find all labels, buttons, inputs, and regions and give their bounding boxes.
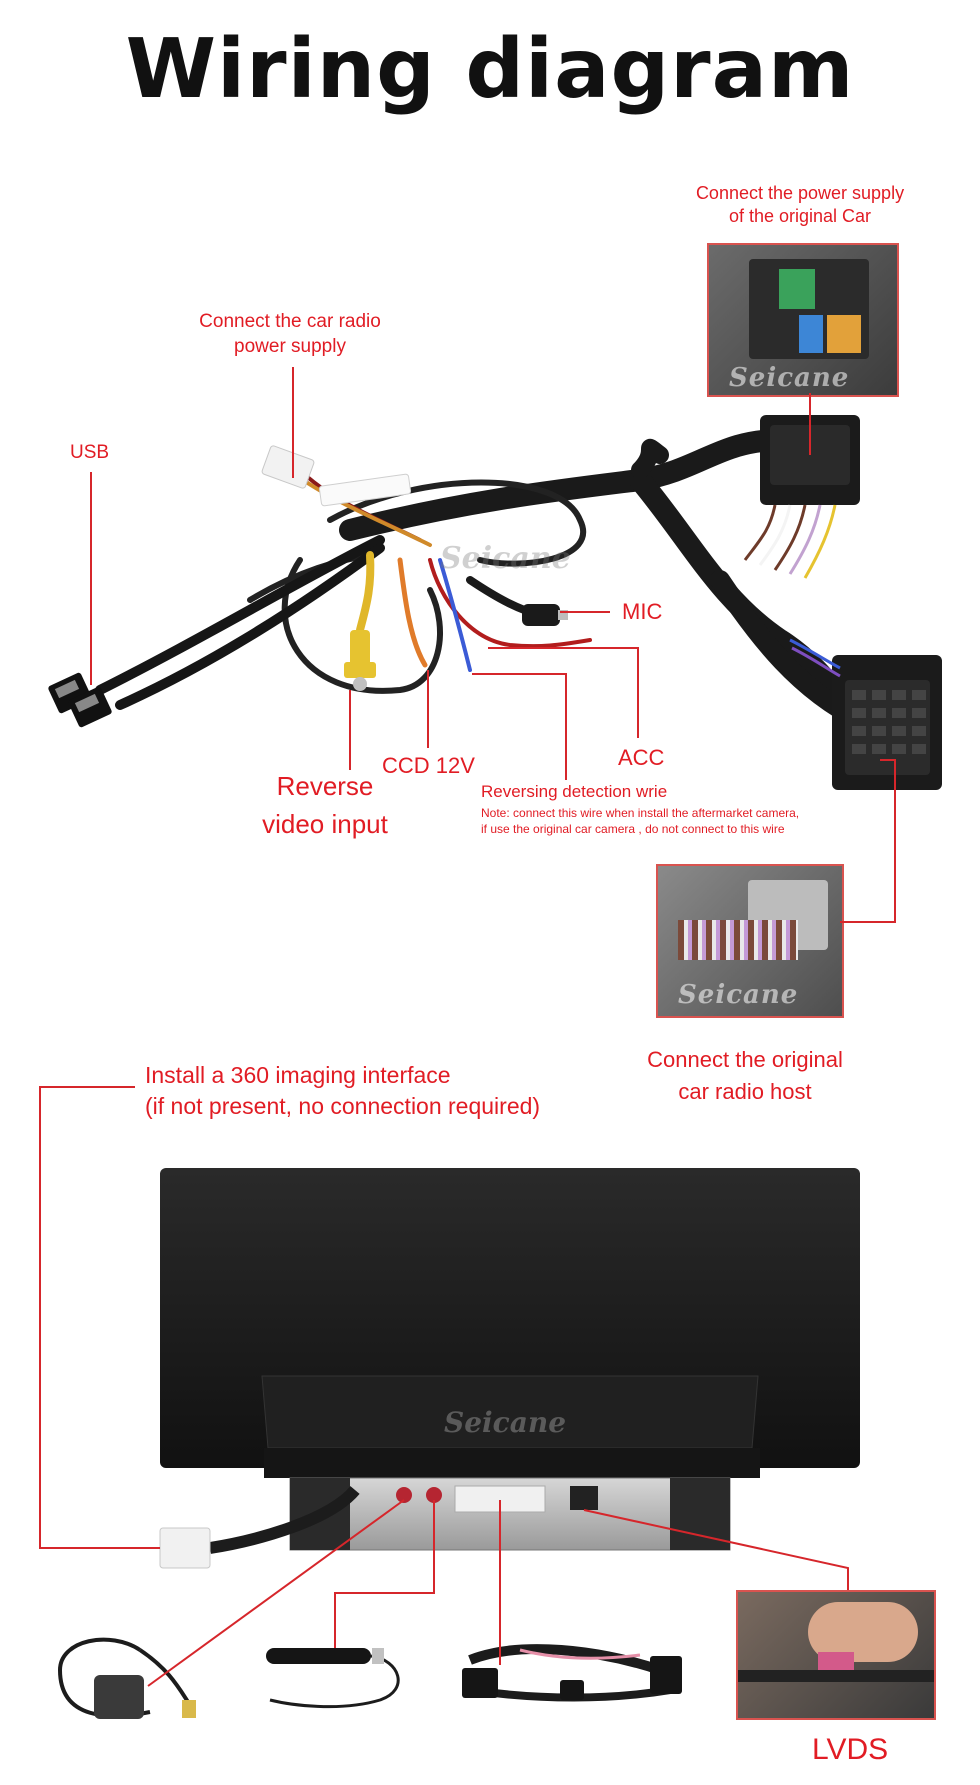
label-lvds: LVDS bbox=[812, 1733, 889, 1766]
usb-plugs bbox=[48, 672, 112, 728]
label-360-imaging-line2: (if not present, no connection required) bbox=[145, 1093, 541, 1120]
label-radio-power: Connect the car radio power supply bbox=[160, 310, 420, 359]
wiring-harness bbox=[95, 429, 871, 731]
photo-original-power-connector: Seicane bbox=[707, 243, 899, 397]
unit-watermark: Seicane bbox=[444, 1406, 566, 1439]
label-reverse-video-line1: Reverse bbox=[276, 771, 374, 801]
label-ccd: CCD 12V bbox=[382, 753, 475, 778]
label-power-original-line2: of the original Car bbox=[728, 206, 872, 227]
photo-watermark: Seicane bbox=[678, 980, 799, 1010]
label-usb: USB bbox=[70, 442, 110, 463]
label-reversing-note-line2: if use the original car camera , do not … bbox=[481, 821, 785, 836]
label-radio-power-line2: power supply bbox=[234, 335, 346, 357]
label-mic: MIC bbox=[622, 599, 663, 624]
upper-harness-connector bbox=[743, 415, 860, 579]
label-reversing-note-line1: Note: connect this wire when install the… bbox=[481, 806, 800, 820]
label-reverse-video-line2: video input bbox=[262, 808, 388, 839]
connector-green-block bbox=[779, 269, 815, 309]
label-reversing-note: Note: connect this wire when install the… bbox=[481, 806, 799, 837]
lower-harness-connector bbox=[789, 638, 942, 790]
rca-plug bbox=[344, 630, 376, 691]
label-original-host-line2: car radio host bbox=[678, 1078, 812, 1104]
photo-original-radio-host: Seicane bbox=[656, 864, 844, 1018]
label-original-host: Connect the original car radio host bbox=[610, 1044, 880, 1108]
accessory-harness bbox=[462, 1644, 682, 1702]
label-original-host-line1: Connect the original bbox=[647, 1047, 843, 1072]
connector-orange-block bbox=[827, 315, 861, 353]
radio-antenna bbox=[266, 1648, 400, 1709]
label-360-imaging-line1: Install a 360 imaging interface bbox=[145, 1062, 451, 1088]
head-unit: Seicane bbox=[159, 1168, 860, 1569]
radio-host-wires bbox=[678, 920, 798, 960]
label-radio-power-line1: Connect the car radio bbox=[199, 311, 381, 332]
label-360-imaging: Install a 360 imaging interface (if not … bbox=[145, 1060, 540, 1122]
label-reverse-video: Reverse video input bbox=[240, 768, 410, 843]
gps-antenna bbox=[57, 1637, 196, 1719]
label-reversing-detection: Reversing detection wrie bbox=[481, 782, 668, 801]
label-power-original-line1: Connect the power supply bbox=[695, 183, 905, 203]
page-title: Wiring diagram bbox=[125, 22, 855, 117]
radio-power-connector bbox=[261, 445, 412, 507]
photo-watermark: Seicane bbox=[729, 363, 850, 393]
label-power-original: Connect the power supply of the original… bbox=[660, 182, 940, 229]
photo-lvds-connector bbox=[736, 1590, 936, 1720]
harness-watermark: Seicane bbox=[440, 541, 571, 576]
lvds-cable bbox=[738, 1670, 934, 1682]
label-acc: ACC bbox=[618, 745, 665, 770]
connector-blue-block bbox=[799, 315, 823, 353]
mic-jack bbox=[522, 604, 568, 626]
